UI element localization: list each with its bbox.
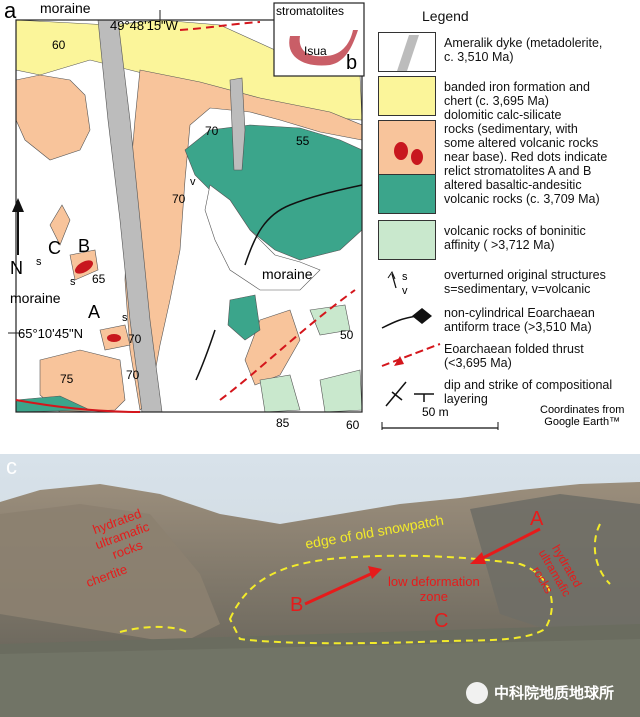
legend-title: Legend xyxy=(422,8,469,24)
geological-map xyxy=(0,0,372,440)
panel-a-label: a xyxy=(4,0,17,23)
point-b-label: B xyxy=(290,594,304,616)
legend-text: volcanic rocks of boninitic affinity ( >… xyxy=(444,224,586,252)
field-photo xyxy=(0,454,640,717)
dip-8: 70 xyxy=(126,368,140,382)
stromatolites-label: stromatolites xyxy=(276,4,345,18)
dip-6: 70 xyxy=(128,332,142,346)
scale-bar-label: 50 m xyxy=(422,405,449,419)
overturned-structure-icon: sv xyxy=(387,270,408,297)
site-c-label: C xyxy=(48,238,61,258)
legend-text: banded iron formation and chert (c. 3,69… xyxy=(444,80,590,108)
coordinates-note: Coordinates from Google Earth™ xyxy=(540,404,625,428)
legend-text: non-cylindrical Eoarchaean antiform trac… xyxy=(444,306,595,334)
longitude-label: 49°48'15"W xyxy=(110,18,178,33)
dip-5: 65 xyxy=(92,272,106,286)
point-a-label: A xyxy=(530,508,544,530)
north-label: N xyxy=(10,258,23,278)
dyke-swatch xyxy=(378,32,436,72)
svg-text:v: v xyxy=(402,285,408,297)
thrust-fault-icon xyxy=(381,343,441,367)
legend-text: altered basaltic-andesitic volcanic rock… xyxy=(444,178,600,206)
panel-c-label: c xyxy=(6,454,17,479)
point-c-label: C xyxy=(434,610,449,632)
svg-text:s: s xyxy=(402,271,408,283)
dip-10: 85 xyxy=(276,416,290,430)
boninite-swatch xyxy=(378,220,436,260)
legend: Legend Ameralik dyke (metadolerite, c. 3… xyxy=(372,0,640,440)
legend-text: Eoarchaean folded thrust (<3,695 Ma) xyxy=(444,342,584,370)
dip-3: 55 xyxy=(296,134,310,148)
s-label-2: s xyxy=(70,276,76,288)
legend-text: dip and strike of compositional layering xyxy=(444,378,613,406)
legend-text: Ameralik dyke (metadolerite, c. 3,510 Ma… xyxy=(444,36,603,64)
isua-label: Isua xyxy=(304,44,327,58)
dip-strike-icon xyxy=(385,381,434,407)
moraine-left-label: moraine xyxy=(10,290,61,306)
antiform-trace-icon xyxy=(381,308,432,329)
s-label-1: s xyxy=(36,256,42,268)
wechat-icon xyxy=(466,682,488,704)
panel-b-label: b xyxy=(346,52,358,74)
moraine-top-label: moraine xyxy=(40,0,91,16)
legend-text: dolomitic calc-silicate rocks (sedimenta… xyxy=(444,108,608,178)
scale-bar xyxy=(381,422,499,430)
dip-4: 70 xyxy=(172,192,186,206)
dip-11: 60 xyxy=(346,418,360,432)
dip-1: 60 xyxy=(52,38,66,52)
latitude-label: 65°10'45"N xyxy=(18,326,84,341)
watermark: 中科院地质地球所 xyxy=(494,685,615,702)
low-deformation-label: low deformation zone xyxy=(388,574,480,604)
v-label-1: v xyxy=(190,176,196,188)
basalt-swatch xyxy=(378,174,436,214)
dip-2: 70 xyxy=(205,124,219,138)
moraine-right-label: moraine xyxy=(262,266,313,282)
site-a-label: A xyxy=(88,302,101,322)
dip-7: 75 xyxy=(60,372,74,386)
legend-text: overturned original structures s=sedimen… xyxy=(444,268,606,296)
s-label-3: s xyxy=(122,312,128,324)
bif-swatch xyxy=(378,76,436,116)
site-b-label: B xyxy=(78,236,91,256)
dip-9: 50 xyxy=(340,328,354,342)
dolomitic-swatch xyxy=(378,120,436,180)
